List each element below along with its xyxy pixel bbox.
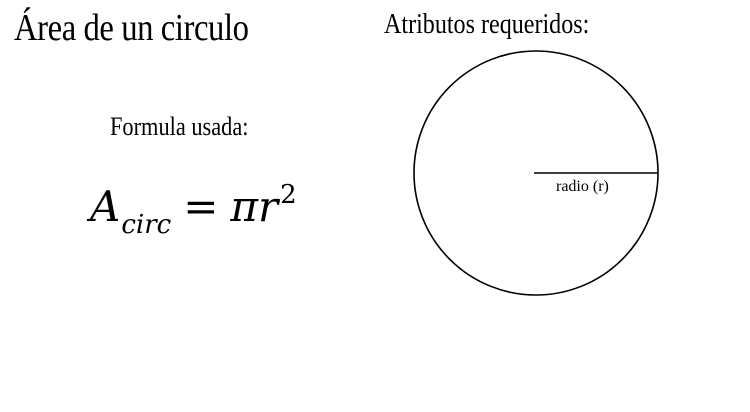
formula-rhs-exponent: 2 — [280, 180, 297, 210]
page-title: Área de un circulo — [14, 7, 249, 49]
radius-label: radio (r) — [556, 178, 609, 195]
formula-lhs: A — [90, 182, 121, 231]
formula-rhs: πr — [230, 182, 279, 231]
formula-equals: = — [183, 182, 219, 231]
formula-label: Formula usada: — [110, 112, 249, 141]
area-formula: Acirc =πr2 — [90, 182, 297, 238]
formula-lhs-subscript: circ — [121, 210, 172, 240]
attributes-heading: Atributos requeridos: — [384, 9, 590, 40]
